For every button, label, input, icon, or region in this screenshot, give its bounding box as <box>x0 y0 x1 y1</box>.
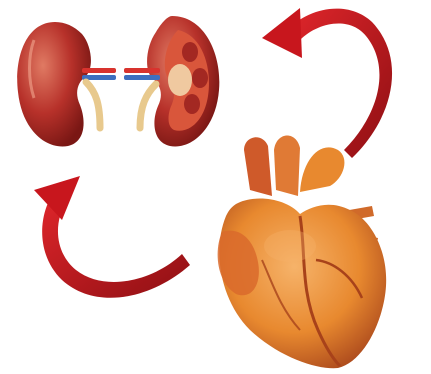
kidney-pair <box>17 16 219 147</box>
kidney-cross-section <box>124 16 219 146</box>
arrow-kidneys-to-heart <box>34 176 190 298</box>
heart <box>218 135 387 368</box>
kidney-exterior <box>17 22 116 147</box>
arrow-heart-to-kidneys <box>262 8 392 158</box>
